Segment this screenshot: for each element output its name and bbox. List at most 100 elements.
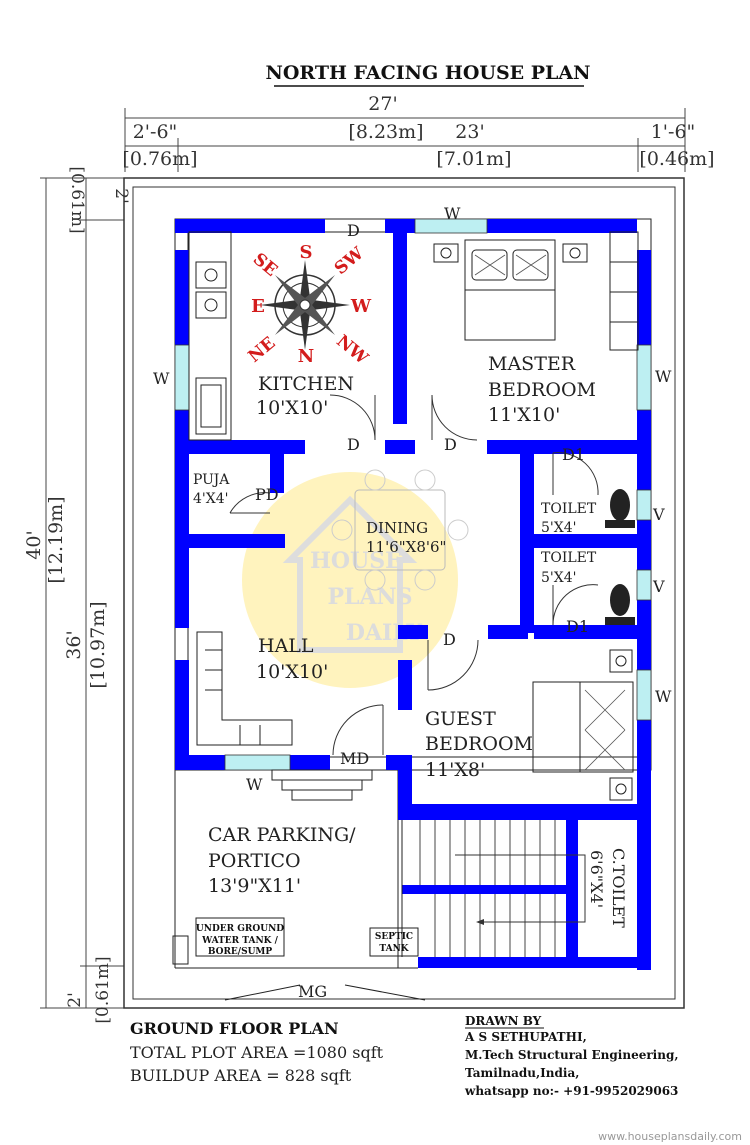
dim-top-left-m: [0.76m]	[122, 148, 197, 170]
room-parking-line1: CAR PARKING/	[208, 824, 356, 846]
window-master	[636, 344, 652, 411]
staircase	[401, 820, 586, 957]
room-master-size: 11'X10'	[488, 404, 560, 426]
window-guest	[636, 669, 652, 721]
septic-line2: TANK	[379, 944, 409, 954]
compound-wall-outer	[123, 177, 685, 1009]
doors	[229, 394, 599, 756]
dim-left-bottom-m: [0.61m]	[93, 956, 113, 1023]
room-master-line2: BEDROOM	[488, 379, 596, 401]
label-window-master: W	[655, 367, 672, 386]
label-vent-toilet1: V	[652, 505, 665, 524]
room-guest-size: 11'X8'	[425, 759, 485, 781]
dim-left-total: 40'	[23, 530, 45, 559]
vent-toilet2	[636, 569, 652, 601]
compass-nw: NW	[332, 331, 372, 369]
room-dining: DINING	[366, 519, 428, 537]
dim-top-right-m: [0.46m]	[639, 148, 714, 170]
compass-n: N	[298, 346, 314, 367]
label-door-guest: D	[443, 630, 456, 649]
room-ctoilet: C.TOILET	[609, 848, 628, 928]
dim-left-mid-m: [10.97m]	[87, 601, 109, 688]
dim-left-mid: 36'	[63, 630, 85, 659]
vent-toilet1	[636, 489, 652, 521]
septic-line1: SEPTIC	[375, 932, 413, 942]
window-kitchen	[174, 344, 190, 411]
dim-left-bottom: 2'	[65, 992, 85, 1008]
credits-contact: whatsapp no:- +91-9952029063	[464, 1084, 678, 1098]
walls	[175, 219, 651, 970]
label-door-master: D	[444, 435, 457, 454]
dim-top-right: 1'-6"	[651, 121, 696, 143]
room-toilet2: TOILET	[541, 550, 597, 566]
entrance-steps	[271, 769, 373, 801]
room-guest-line1: GUEST	[425, 708, 496, 730]
info-plot-area: TOTAL PLOT AREA =1080 sqft	[130, 1043, 384, 1062]
page-title: NORTH FACING HOUSE PLAN	[265, 62, 590, 84]
compass-s: S	[300, 242, 313, 263]
dim-left-top-m: [0.61m]	[67, 166, 87, 233]
sofa	[196, 631, 293, 746]
dining-table	[331, 469, 469, 591]
room-dining-size: 11'6"X8'6"	[366, 538, 446, 556]
water-tank-line1: UNDER GROUND	[196, 924, 284, 934]
water-tank-line2: WATER TANK /	[201, 936, 279, 946]
room-puja: PUJA	[193, 472, 230, 488]
compass-ne: NE	[245, 333, 280, 367]
dim-top-mid: 23'	[455, 121, 484, 143]
label-main-gate: MG	[298, 982, 327, 1001]
label-door-kitchen: D	[347, 435, 360, 454]
label-window-hall: W	[246, 775, 263, 794]
main-gate	[224, 984, 426, 1001]
label-window-top: W	[444, 204, 461, 223]
label-door-toilet2: D1	[566, 617, 589, 636]
label-window-kitchen: W	[153, 369, 170, 388]
footer-url[interactable]: www.houseplansdaily.com	[598, 1130, 742, 1143]
water-tank-line3: BORE/SUMP	[208, 947, 273, 957]
room-toilet1: TOILET	[541, 501, 597, 517]
compass-icon	[260, 260, 350, 350]
credits-name: A S SETHUPATHI,	[464, 1030, 587, 1044]
room-parking-line2: PORTICO	[208, 850, 301, 872]
compound-wall-inner	[132, 186, 676, 1000]
room-ctoilet-size: 6'6"X4'	[587, 850, 606, 908]
room-guest-line2: BEDROOM	[425, 733, 533, 755]
dim-left-top: 2'	[111, 188, 131, 204]
credits-drawn-by: DRAWN BY	[465, 1014, 542, 1028]
room-parking-size: 13'9"X11'	[208, 875, 301, 897]
label-door-toilet1: D1	[562, 445, 585, 464]
watermark: HOUSE PLANS DAILY	[242, 472, 458, 688]
water-tank-box	[195, 917, 285, 957]
dim-top-total-m: [8.23m]	[348, 121, 423, 143]
top-dimensions: 27' [8.23m] 2'-6" [0.76m] 23' [7.01m] 1'…	[122, 93, 715, 172]
dim-top-mid-m: [7.01m]	[436, 148, 511, 170]
label-window-guest: W	[655, 687, 672, 706]
info-buildup-area: BUILDUP AREA = 828 sqft	[130, 1066, 352, 1085]
toilet-fixtures	[605, 489, 635, 625]
wardrobe	[609, 231, 639, 351]
guest-bed	[532, 649, 634, 801]
master-bed	[433, 239, 588, 341]
room-hall-size: 10'X10'	[256, 661, 328, 683]
bore-marker	[172, 935, 189, 965]
dim-top-total: 27'	[368, 93, 397, 115]
room-toilet2-size: 5'X4'	[541, 570, 576, 586]
compass-w: W	[350, 296, 372, 317]
dim-left-total-m: [12.19m]	[45, 496, 67, 583]
room-puja-size: 4'X4'	[193, 491, 228, 507]
windows	[174, 218, 652, 771]
window-master-top	[414, 218, 488, 234]
label-vent-toilet2: V	[652, 577, 665, 596]
room-kitchen: KITCHEN	[258, 373, 354, 395]
room-master-line1: MASTER	[488, 353, 576, 375]
septic-tank-box	[369, 927, 419, 957]
credits-location: Tamilnadu,India,	[465, 1066, 579, 1080]
credits-qualification: M.Tech Structural Engineering,	[465, 1048, 679, 1062]
kitchen-counter	[188, 231, 232, 441]
compass-sw: SW	[331, 243, 369, 279]
dim-top-left: 2'-6"	[133, 121, 178, 143]
window-hall	[224, 754, 291, 771]
compass-e: E	[251, 296, 265, 317]
room-hall: HALL	[258, 635, 314, 657]
